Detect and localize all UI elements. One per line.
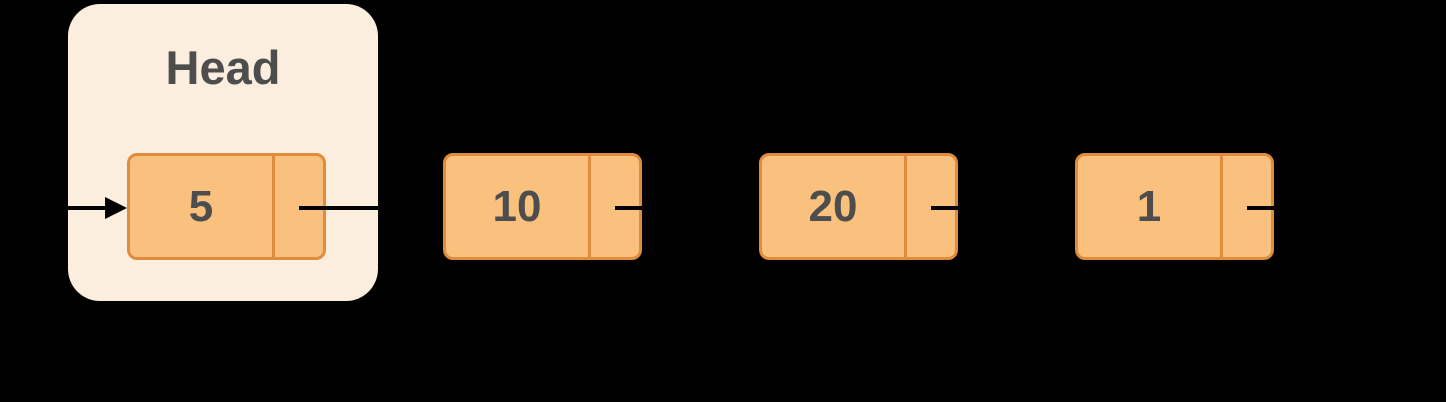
next-arrowhead-1-icon [421, 197, 443, 219]
next-arrowhead-2-icon [737, 197, 759, 219]
head-pointer-arrowhead-icon [105, 197, 127, 219]
next-arrow-3-line [931, 206, 1053, 210]
node-value-cell: 20 [808, 181, 858, 231]
list-node: 20 [759, 153, 958, 260]
head-label: Head [165, 41, 281, 94]
next-arrowhead-3-icon [1053, 197, 1075, 219]
node-pointer-cell [904, 156, 955, 257]
next-arrow-2-line [615, 206, 737, 210]
head-pointer-arrow-line [20, 206, 105, 210]
next-arrow-1-line [299, 206, 421, 210]
node-value-cell: 1 [1136, 181, 1162, 231]
node-value-cell: 10 [492, 181, 542, 231]
list-node: 5 [127, 153, 326, 260]
next-arrowhead-4-icon [1369, 197, 1391, 219]
node-pointer-cell [272, 156, 323, 257]
node-pointer-cell [1220, 156, 1271, 257]
node-value-cell: 5 [188, 181, 214, 231]
next-arrow-4-line [1247, 206, 1369, 210]
node-pointer-cell [588, 156, 639, 257]
list-node: 1 [1075, 153, 1274, 260]
list-node: 10 [443, 153, 642, 260]
